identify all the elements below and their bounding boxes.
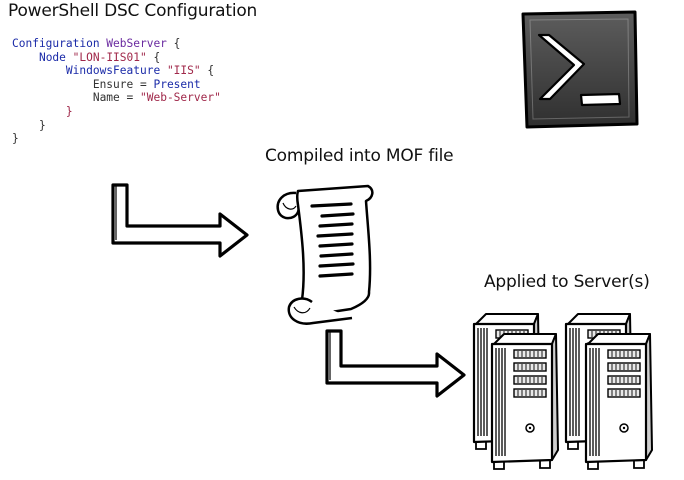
code-token: } (12, 132, 19, 146)
code-token: { (146, 50, 161, 64)
code-token: { (200, 64, 215, 78)
bent-arrow-icon (325, 329, 466, 398)
code-line: Ensure = Present (12, 78, 221, 92)
code-token: "IIS" (166, 64, 201, 78)
code-token: WindowsFeature (65, 64, 167, 78)
code-token: } (38, 118, 46, 132)
code-line: Node "LON-IIS01" { (12, 51, 221, 65)
code-token: Configuration (12, 37, 107, 50)
code-token: "Web-Server" (140, 91, 221, 105)
code-token: WebServer (106, 37, 167, 50)
diagram-title: PowerShell DSC Configuration (8, 1, 258, 21)
code-token: { (166, 37, 181, 50)
code-token: "LON-IIS01" (72, 50, 147, 64)
code-token: Node (38, 50, 73, 64)
code-token: Name (92, 91, 127, 105)
server-tower-icon (584, 332, 654, 471)
code-line: } (12, 105, 221, 119)
dsc-code-snippet: Configuration WebServer { Node "LON-IIS0… (12, 37, 221, 146)
code-token: Ensure (92, 77, 140, 91)
bent-arrow-icon (111, 183, 249, 258)
code-token: = (139, 77, 154, 91)
code-line: } (12, 119, 221, 133)
code-line: WindowsFeature "IIS" { (12, 64, 221, 78)
server-tower-icon (490, 332, 560, 471)
powershell-icon (521, 10, 639, 129)
code-token: = (126, 91, 140, 105)
code-line: Name = "Web-Server" (12, 91, 221, 105)
code-token: } (65, 104, 73, 118)
code-token: Present (153, 77, 201, 91)
apply-step-label: Applied to Server(s) (484, 272, 650, 292)
code-line: } (12, 132, 221, 146)
code-line: Configuration WebServer { (12, 37, 221, 51)
compile-step-label: Compiled into MOF file (265, 146, 454, 166)
scroll-icon (276, 184, 374, 325)
